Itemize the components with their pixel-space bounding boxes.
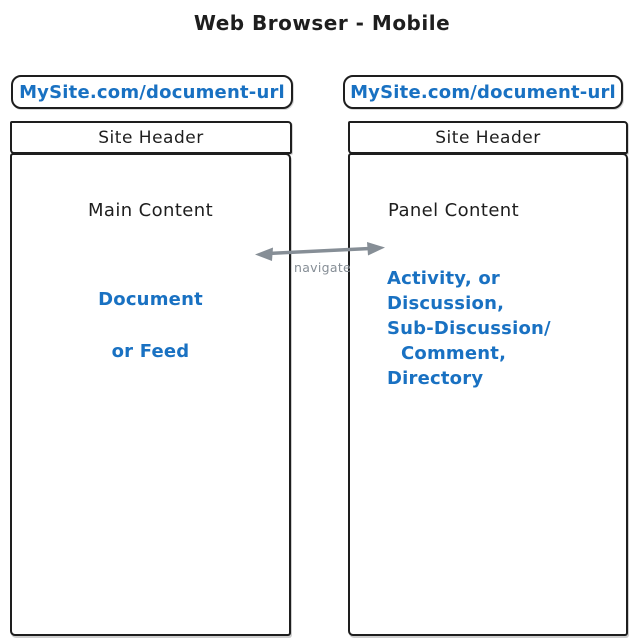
left-url-text: MySite.com/document-url	[19, 81, 285, 103]
right-content-line: Activity, or	[387, 268, 500, 289]
right-site-header-label: Site Header	[435, 127, 541, 148]
left-url-bar: MySite.com/document-url	[11, 75, 293, 109]
left-content-line: or Feed	[111, 341, 190, 362]
right-content-line: Directory	[387, 368, 484, 389]
right-content-line: Discussion,	[387, 293, 505, 314]
right-url-text: MySite.com/document-url	[350, 81, 616, 103]
left-content-panel	[10, 153, 291, 636]
navigate-arrow-label: navigate	[294, 260, 352, 275]
right-content-line: Comment,	[401, 343, 507, 364]
right-url-bar: MySite.com/document-url	[343, 75, 623, 109]
left-site-header-label: Site Header	[98, 127, 204, 148]
navigate-arrow-icon	[255, 242, 385, 261]
left-site-header: Site Header	[10, 121, 292, 154]
left-content-line: Document	[98, 289, 203, 310]
right-content-panel	[348, 153, 628, 636]
right-site-header: Site Header	[348, 121, 628, 154]
page-title: Web Browser - Mobile	[193, 11, 451, 35]
left-content-title: Main Content	[87, 200, 214, 221]
right-content-line: Sub-Discussion/	[387, 318, 551, 339]
right-content-title: Panel Content	[388, 200, 520, 221]
